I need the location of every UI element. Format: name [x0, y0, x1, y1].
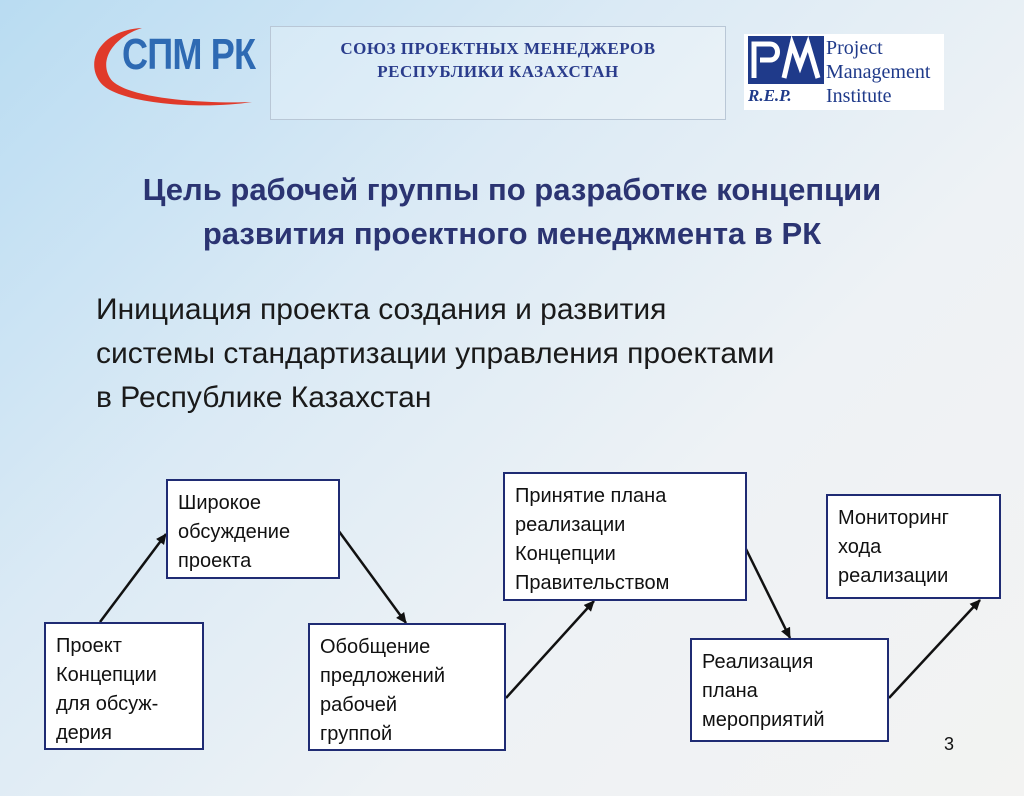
flow-step-4: Принятие плана реализации Концепции Прав… — [503, 472, 747, 601]
slide-title: Цель рабочей группы по разработке концеп… — [40, 168, 984, 256]
arrow-3-to-4 — [505, 600, 595, 699]
union-name-line-2: РЕСПУБЛИКИ КАЗАХСТАН — [377, 62, 619, 81]
pmi-name-line-1: Project — [826, 37, 883, 59]
union-name-box: СОЮЗ ПРОЕКТНЫХ МЕНЕДЖЕРОВ РЕСПУБЛИКИ КАЗ… — [270, 26, 726, 120]
pmi-monogram-icon — [748, 36, 824, 84]
arrow-1-to-2 — [99, 533, 167, 623]
slide-subtitle-line-3: в Республике Казахстан — [96, 381, 432, 414]
arrow-2-to-3 — [336, 529, 408, 624]
slide-subtitle-line-2: системы стандартизации управления проект… — [96, 337, 775, 370]
pmi-name-line-3: Institute — [826, 85, 892, 107]
flow-step-1: Проект Концепции для обсуж- дерия — [44, 622, 204, 750]
flow-step-3: Обобщение предложений рабочей группой — [308, 623, 506, 751]
flow-step-5: Реализация плана мероприятий — [690, 638, 889, 742]
spm-rk-logo-text: СПМ РК — [122, 30, 256, 79]
arrow-5-to-6 — [888, 599, 981, 699]
slide-subtitle: Инициация проекта создания и развития си… — [96, 288, 986, 420]
pmi-rep-label: R.E.P. — [748, 86, 792, 105]
flow-step-6: Мониторинг хода реализации — [826, 494, 1001, 599]
union-name-line-1: СОЮЗ ПРОЕКТНЫХ МЕНЕДЖЕРОВ — [340, 39, 656, 58]
arrow-4-to-5 — [742, 544, 792, 639]
slide-title-line-1: Цель рабочей группы по разработке концеп… — [142, 172, 882, 207]
flow-step-2: Широкое обсуждение проекта — [166, 479, 340, 579]
pmi-name-line-2: Management — [826, 61, 931, 83]
slide-subtitle-line-1: Инициация проекта создания и развития — [96, 293, 667, 326]
slide-title-line-2: развития проектного менеджмента в РК — [202, 216, 822, 251]
page-number: 3 — [944, 734, 955, 754]
